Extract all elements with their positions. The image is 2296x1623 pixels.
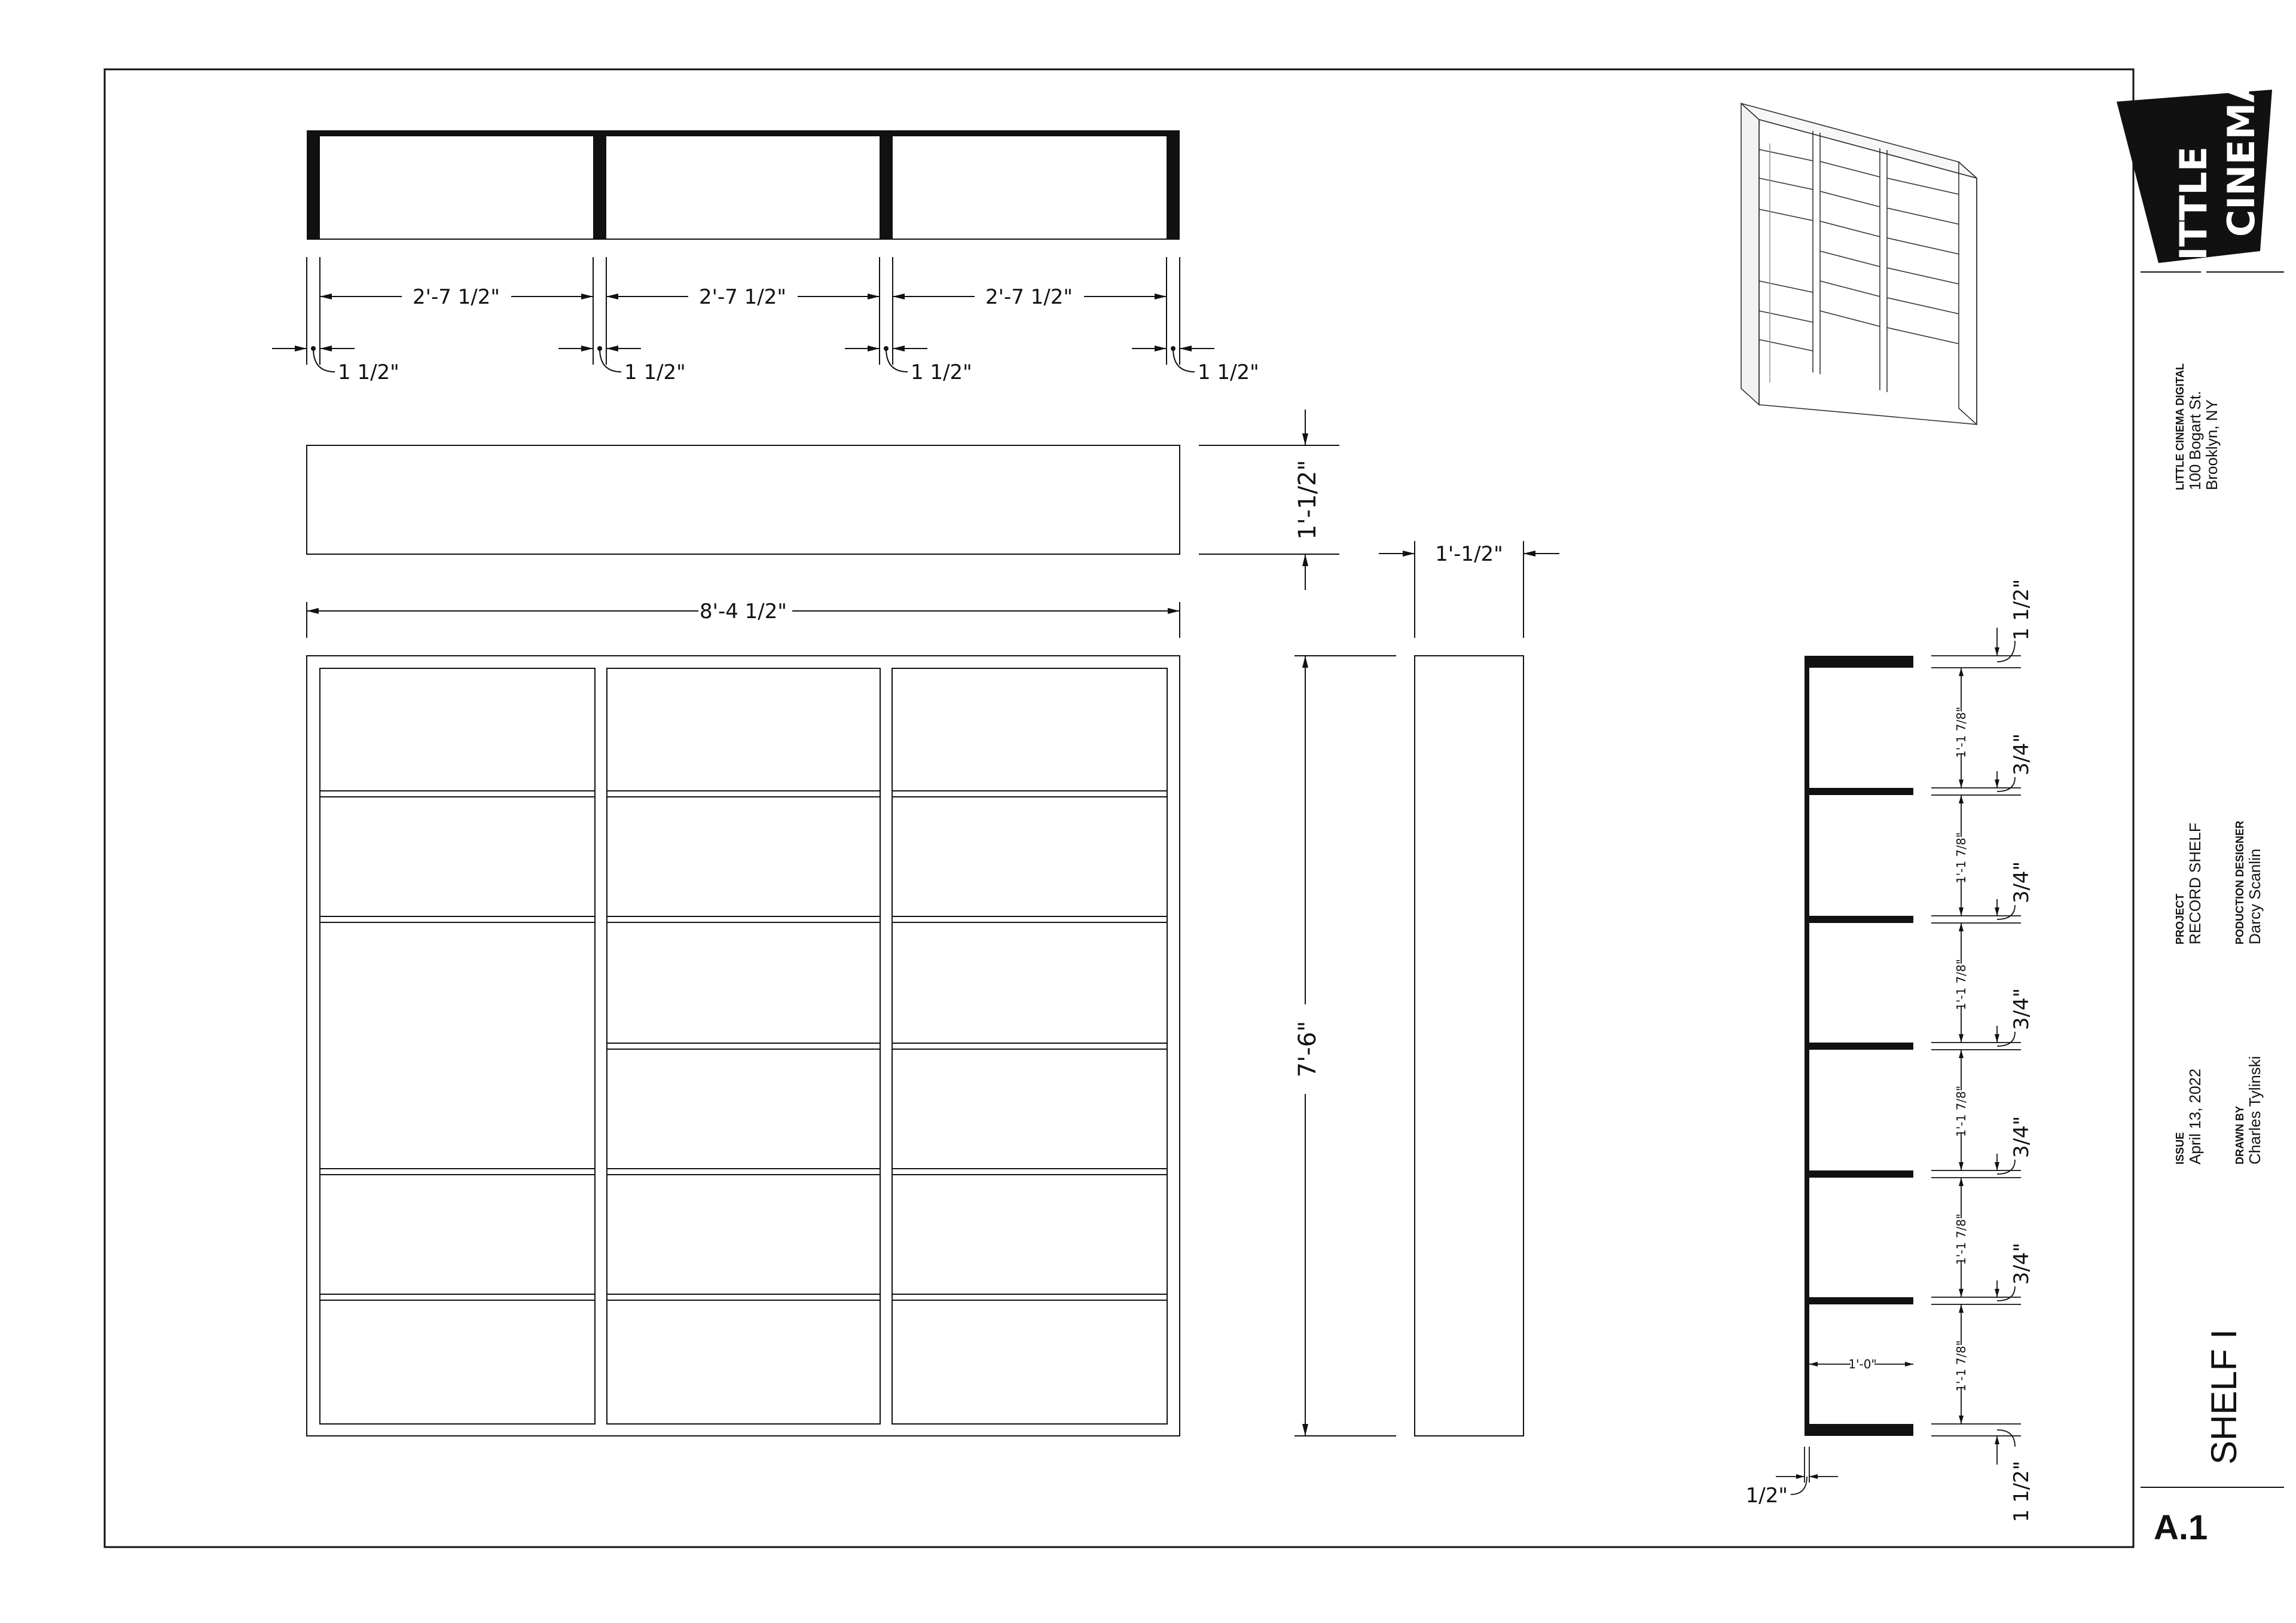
- front-elevation: [306, 655, 1180, 1436]
- company-street: 100 Bogart St.: [2186, 391, 2204, 490]
- shelf-thickness-label: 3/4": [2010, 1116, 2034, 1158]
- company-city: Brooklyn, NY: [2203, 399, 2221, 490]
- shelf-thickness-label: 3/4": [2010, 988, 2034, 1030]
- overall-width-label: 8'-4 1/2": [700, 600, 787, 623]
- section-detail: [1805, 656, 1913, 1436]
- drawn-label: DRAWN BY: [2234, 1106, 2246, 1164]
- designer-block: PODUCTION DESIGNER Darcy Scanlin: [2234, 821, 2264, 945]
- post-width-label: 1 1/2": [624, 360, 686, 384]
- sheet-title: SHELF I: [2204, 1329, 2244, 1465]
- shelf-thickness-label: 3/4": [2010, 1243, 2034, 1285]
- issue-value: April 13, 2022: [2186, 1069, 2204, 1164]
- side-elevation: [1414, 655, 1524, 1436]
- inner-depth-label: 1'-0": [1848, 1357, 1876, 1371]
- project-label: PROJECT: [2174, 894, 2186, 945]
- project-block: PROJECT RECORD SHELF: [2174, 823, 2204, 945]
- side-depth-dimension: [1379, 541, 1559, 638]
- company-name: LITTLE CINEMA DIGITAL: [2174, 363, 2186, 490]
- company-block: LITTLE CINEMA DIGITAL 100 Bogart St. Bro…: [2174, 363, 2221, 490]
- svg-text:CINEMA: CINEMA: [2219, 74, 2263, 237]
- plan-post: [880, 130, 893, 239]
- shelf-gap-label: 1'-1 7/8": [1954, 1086, 1968, 1137]
- bottom-thickness-label: 1 1/2": [2010, 1461, 2034, 1523]
- title-block: [2141, 271, 2284, 1488]
- shelf-thickness-label: 3/4": [2010, 861, 2034, 903]
- section-dimensions: [1776, 628, 2021, 1495]
- plan-post: [307, 130, 320, 239]
- shelf-gap-label: 1'-1 7/8": [1954, 832, 1968, 884]
- isometric-view: [1741, 102, 1977, 426]
- post-width-label: 1 1/2": [1198, 360, 1259, 384]
- top-view-depth-label: 1'-1/2": [1294, 460, 1321, 540]
- top-thickness-label: 1 1/2": [2010, 579, 2034, 641]
- post-width-label: 1 1/2": [911, 360, 972, 384]
- issue-block: ISSUE April 13, 2022: [2174, 1069, 2204, 1164]
- height-dimension: [1294, 655, 1396, 1436]
- plan-dimensions: [272, 257, 1214, 372]
- post-width-label: 1 1/2": [338, 360, 399, 384]
- top-view-depth-dimension: [1199, 409, 1339, 590]
- shelf-thickness-label: 3/4": [2010, 733, 2034, 775]
- shelf-gap-label: 1'-1 7/8": [1954, 959, 1968, 1010]
- top-view-outline: [306, 445, 1180, 555]
- designer-label: PODUCTION DESIGNER: [2234, 821, 2246, 945]
- designer-value: Darcy Scanlin: [2246, 849, 2264, 945]
- bay-width-label: 2'-7 1/2": [413, 285, 500, 309]
- sheet-border: [103, 68, 2135, 1548]
- back-thickness-label: 1/2": [1746, 1484, 1788, 1508]
- shelf-gap-label: 1'-1 7/8": [1954, 1340, 1968, 1392]
- bay-width-label: 2'-7 1/2": [985, 285, 1073, 309]
- logo: LITTLE CINEMA: [2117, 74, 2272, 284]
- plan-post: [593, 130, 606, 239]
- svg-text:LITTLE: LITTLE: [2172, 146, 2215, 284]
- bay-width-label: 2'-7 1/2": [699, 285, 786, 309]
- overall-width-dimension: [306, 602, 1180, 638]
- project-value: RECORD SHELF: [2186, 823, 2204, 945]
- sheet-number: A.1: [2154, 1508, 2208, 1547]
- height-label: 7'-6": [1294, 1021, 1321, 1078]
- plan-post: [1167, 130, 1180, 239]
- shelf-gap-label: 1'-1 7/8": [1954, 1214, 1968, 1265]
- shelf-gap-label: 1'-1 7/8": [1954, 707, 1968, 758]
- drawn-value: Charles Tylinski: [2246, 1056, 2264, 1164]
- side-depth-label: 1'-1/2": [1435, 542, 1503, 566]
- drawn-block: DRAWN BY Charles Tylinski: [2234, 1056, 2264, 1164]
- issue-label: ISSUE: [2174, 1132, 2186, 1164]
- plan-view: [307, 130, 1180, 240]
